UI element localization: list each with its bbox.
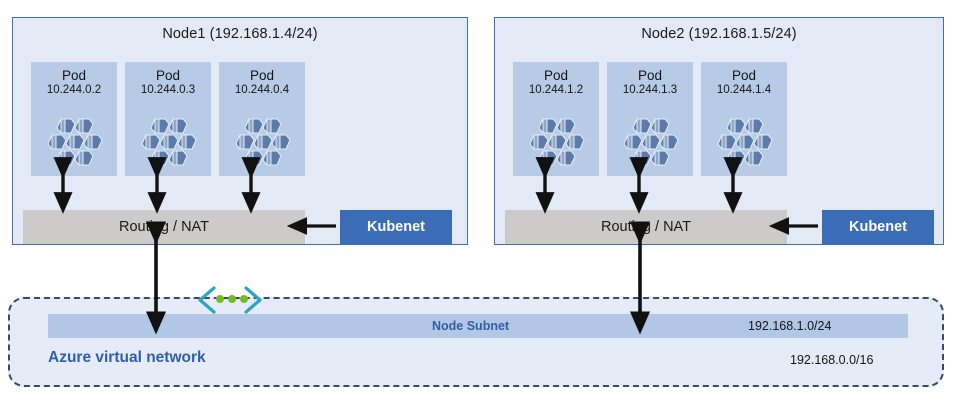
pod-label: Pod (61, 68, 87, 83)
pod-ip: 10.244.0.3 (140, 84, 196, 96)
pod-cluster-icon (31, 118, 117, 170)
azure-vnet-box: Node Subnet 192.168.1.0/24 Azure virtual… (8, 297, 944, 387)
pod-label: Pod (731, 68, 757, 83)
pod-cluster-icon (701, 118, 787, 170)
kubenet-box-node1: Kubenet (340, 210, 452, 244)
azure-vnet-title: Azure virtual network (48, 349, 206, 366)
kubenet-label: Kubenet (367, 219, 425, 235)
kubenet-box-node2: Kubenet (822, 210, 934, 244)
pod-ip: 10.244.1.4 (716, 84, 772, 96)
node-subnet-label: Node Subnet (432, 319, 510, 333)
pod-ip: 10.244.1.2 (528, 84, 584, 96)
pod-box-node2-2: Pod 10.244.1.4 (701, 62, 787, 176)
routing-nat-label: Routing / NAT (119, 219, 209, 235)
pod-ip: 10.244.1.3 (622, 84, 678, 96)
pod-box-node1-2: Pod 10.244.0.4 (219, 62, 305, 176)
pod-label: Pod (249, 68, 275, 83)
pod-box-node1-0: Pod 10.244.0.2 (31, 62, 117, 176)
pod-cluster-icon (125, 118, 211, 170)
pod-ip: 10.244.0.2 (46, 84, 102, 96)
node-subnet-bar: Node Subnet 192.168.1.0/24 (48, 314, 908, 338)
routing-nat-label: Routing / NAT (601, 219, 691, 235)
pod-ip: 10.244.0.4 (234, 84, 290, 96)
pod-cluster-icon (219, 118, 305, 170)
node-subnet-cidr: 192.168.1.0/24 (748, 319, 832, 333)
pod-label: Pod (155, 68, 181, 83)
pod-box-node1-1: Pod 10.244.0.3 (125, 62, 211, 176)
routing-nat-bar-node2: Routing / NAT (505, 210, 787, 244)
routing-nat-bar-node1: Routing / NAT (23, 210, 305, 244)
pod-cluster-icon (513, 118, 599, 170)
azure-vnet-cidr: 192.168.0.0/16 (790, 353, 874, 367)
pod-label: Pod (543, 68, 569, 83)
pod-box-node2-1: Pod 10.244.1.3 (607, 62, 693, 176)
node-title-node2: Node2 (192.168.1.5/24) (641, 26, 797, 42)
pod-label: Pod (637, 68, 663, 83)
node-box-node2: Node2 (192.168.1.5/24) Pod 10.244.1.2 (494, 17, 944, 245)
node-title-node1: Node1 (192.168.1.4/24) (162, 26, 318, 42)
node-box-node1: Node1 (192.168.1.4/24) Pod 10.244.0.2 (12, 17, 468, 245)
kubenet-label: Kubenet (849, 219, 907, 235)
pod-cluster-icon (607, 118, 693, 170)
pod-box-node2-0: Pod 10.244.1.2 (513, 62, 599, 176)
